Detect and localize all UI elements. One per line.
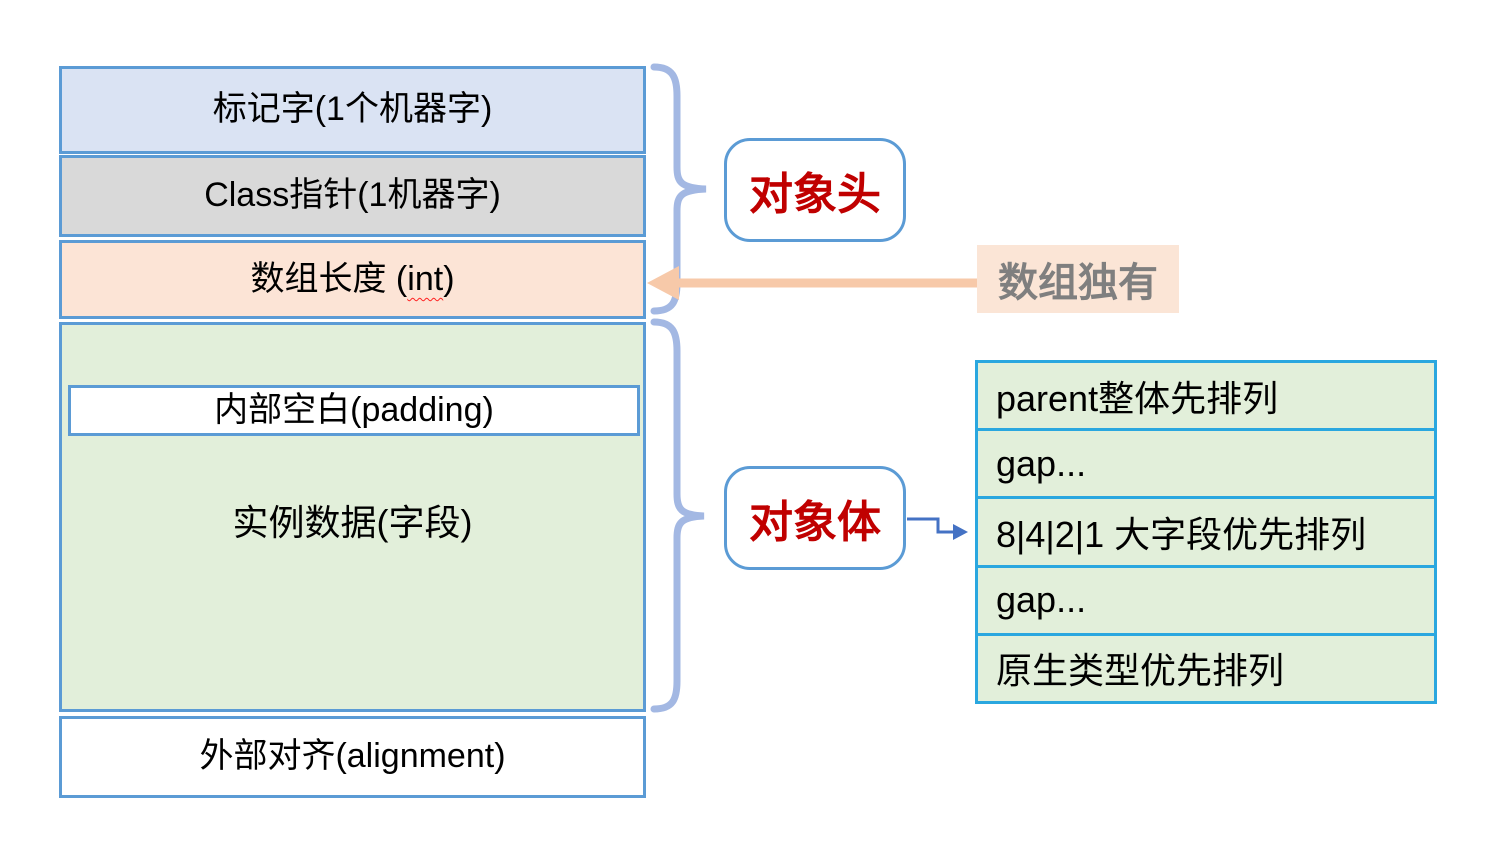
mark-word-label: 标记字(1个机器字) — [212, 90, 493, 129]
internal-padding-label: 内部空白(padding) — [214, 390, 494, 429]
object-header-brace-icon — [650, 63, 707, 315]
internal-padding-box: 内部空白(padding) — [68, 385, 640, 436]
array-length-box: 数组长度 (int) — [59, 240, 646, 319]
table-row-label: gap... — [996, 579, 1087, 621]
object-header-callout: 对象头 — [724, 138, 906, 242]
object-body-box: 内部空白(padding) 实例数据(字段) — [59, 322, 646, 712]
table-row-label: 8|4|2|1 大字段优先排列 — [996, 514, 1367, 555]
array-length-label: 数组长度 (int) — [250, 259, 455, 298]
class-pointer-label: Class指针(1机器字) — [204, 176, 501, 215]
mark-word-box: 标记字(1个机器字) — [59, 66, 646, 154]
object-body-brace-icon — [650, 318, 705, 713]
table-row-label: 原生类型优先排列 — [996, 650, 1285, 692]
array-only-label: 数组独有 — [998, 261, 1158, 305]
object-body-label: 对象体 — [749, 498, 881, 547]
object-header-label: 对象头 — [749, 170, 881, 219]
array-only-tag: 数组独有 — [977, 245, 1179, 313]
table-row: 原生类型优先排列 — [978, 635, 1434, 702]
table-row: parent整体先排列 — [978, 363, 1434, 432]
alignment-box: 外部对齐(alignment) — [59, 716, 646, 798]
array-length-int-keyword: int — [407, 259, 444, 298]
class-pointer-box: Class指针(1机器字) — [59, 155, 646, 237]
table-row: gap... — [978, 431, 1434, 500]
table-row: 8|4|2|1 大字段优先排列 — [978, 499, 1434, 568]
object-body-callout: 对象体 — [724, 466, 906, 570]
table-row: gap... — [978, 567, 1434, 636]
array-only-arrowhead-icon — [647, 266, 679, 300]
alignment-label: 外部对齐(alignment) — [199, 737, 506, 776]
field-order-table: parent整体先排列 gap... 8|4|2|1 大字段优先排列 gap..… — [975, 360, 1437, 704]
object-body-arrowhead-icon — [953, 524, 968, 540]
table-row-label: gap... — [996, 442, 1087, 484]
object-body-arrow-line — [907, 517, 953, 534]
instance-data-label: 实例数据(字段) — [232, 502, 473, 544]
table-row-label: parent整体先排列 — [996, 377, 1279, 419]
